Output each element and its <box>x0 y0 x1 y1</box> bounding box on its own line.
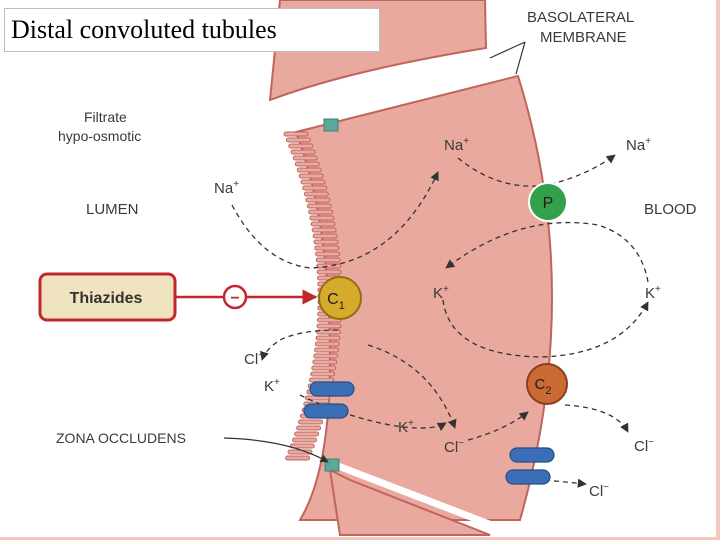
cl-c1-to-c2-path <box>367 344 457 429</box>
microvillus <box>315 335 341 341</box>
k-paracell-label: K+ <box>398 418 414 436</box>
microvillus <box>308 209 334 215</box>
microvillus <box>315 251 341 257</box>
microvillus <box>300 179 326 185</box>
microvillus <box>310 221 336 227</box>
k-uptake-path <box>445 221 649 283</box>
microvillus <box>292 155 318 161</box>
basolateral-membrane-label-2: MEMBRANE <box>540 29 627 46</box>
microvillus <box>316 323 342 329</box>
filtrate-label-1: Filtrate <box>84 109 127 125</box>
basolateral-pointer-2 <box>515 41 526 75</box>
frame-bottom-edge <box>0 537 720 540</box>
c2-cotransporter-label: C2 <box>535 376 552 397</box>
microvillus <box>294 161 320 167</box>
cl-channel-top <box>509 447 555 463</box>
microvillus <box>314 347 340 353</box>
basolateral-membrane-label-1: BASOLATERAL <box>527 9 634 26</box>
microvillus <box>312 359 338 365</box>
slide-title: Distal convoluted tubules <box>4 8 380 52</box>
microvillus <box>313 239 339 245</box>
microvillus <box>296 425 322 431</box>
lateral-cleft-upper <box>299 58 506 122</box>
blood-label: BLOOD <box>644 201 697 218</box>
pump-p-label: P <box>543 195 554 212</box>
cl-c1-to-lumen-path <box>260 329 339 361</box>
microvillus <box>314 245 340 251</box>
na-entry-path <box>231 171 439 269</box>
microvillus <box>292 437 318 443</box>
microvillus <box>309 215 335 221</box>
filtrate-label-2: hypo-osmotic <box>58 128 141 144</box>
zona-occludens-label: ZONA OCCLUDENS <box>56 430 186 446</box>
na-lumen-label: Na+ <box>214 179 239 197</box>
k-loop-bottom-path <box>442 299 649 358</box>
cl-channel-bottom <box>505 469 551 485</box>
k-channel-bottom <box>303 403 349 419</box>
microvillus <box>305 197 331 203</box>
lateral-cleft-lower <box>336 462 512 536</box>
inhibit-symbol-circle <box>222 284 248 310</box>
microvillus <box>311 227 337 233</box>
k-channel-top <box>309 381 355 397</box>
lumen-label: LUMEN <box>86 201 139 218</box>
microvillus <box>283 131 309 137</box>
pump-p-circle <box>528 182 568 222</box>
na-exit-path <box>457 154 616 187</box>
microvillus <box>298 173 324 179</box>
microvillus <box>311 365 337 371</box>
microvillus <box>289 443 315 449</box>
zona-occludens-pointer <box>223 437 329 463</box>
c1-cotransporter-circle <box>318 276 362 320</box>
microvillus <box>296 167 322 173</box>
microvillus <box>290 149 316 155</box>
cl-lumen-label: Cl− <box>244 350 264 368</box>
thiazides-label: Thiazides <box>70 290 143 307</box>
cl-cell-label: Cl− <box>444 438 464 456</box>
microvillus <box>285 455 311 461</box>
cl-c2-to-blood-path <box>564 404 629 433</box>
microvillus <box>315 257 341 263</box>
microvillus <box>310 371 336 377</box>
cl-blood-label: Cl− <box>634 437 654 455</box>
tubule-cell-lower <box>328 468 491 536</box>
c2-cotransporter-circle <box>526 363 568 405</box>
microvillus <box>313 353 339 359</box>
microvillus <box>306 203 332 209</box>
microvillus <box>312 233 338 239</box>
cl-bottom-exit-path <box>544 478 587 488</box>
tubule-cell-main <box>294 74 553 521</box>
na-blood-label: Na+ <box>626 136 651 154</box>
frame-right-edge <box>716 0 720 540</box>
microvillus <box>287 449 313 455</box>
microvillus <box>314 341 340 347</box>
k-lumen-label: K+ <box>264 377 280 395</box>
microvillus <box>316 269 342 275</box>
microvillus <box>285 137 311 143</box>
microvillus <box>303 191 329 197</box>
basolateral-pointer-1 <box>489 41 526 59</box>
microvillus <box>288 143 314 149</box>
microvillus <box>298 419 324 425</box>
k-blood-label: K+ <box>645 284 661 302</box>
k-cell-label: K+ <box>433 284 449 302</box>
c1-cotransporter-label: C1 <box>327 291 345 312</box>
k-paracell-path <box>299 394 447 431</box>
inhibit-symbol-label: − <box>230 290 239 307</box>
na-cell-label: Na+ <box>444 136 469 154</box>
tight-junction-upper <box>323 118 339 132</box>
cl-bottom-label: Cl− <box>589 482 609 500</box>
microvillus <box>316 263 342 269</box>
microvillus <box>294 431 320 437</box>
microvillus <box>302 185 328 191</box>
